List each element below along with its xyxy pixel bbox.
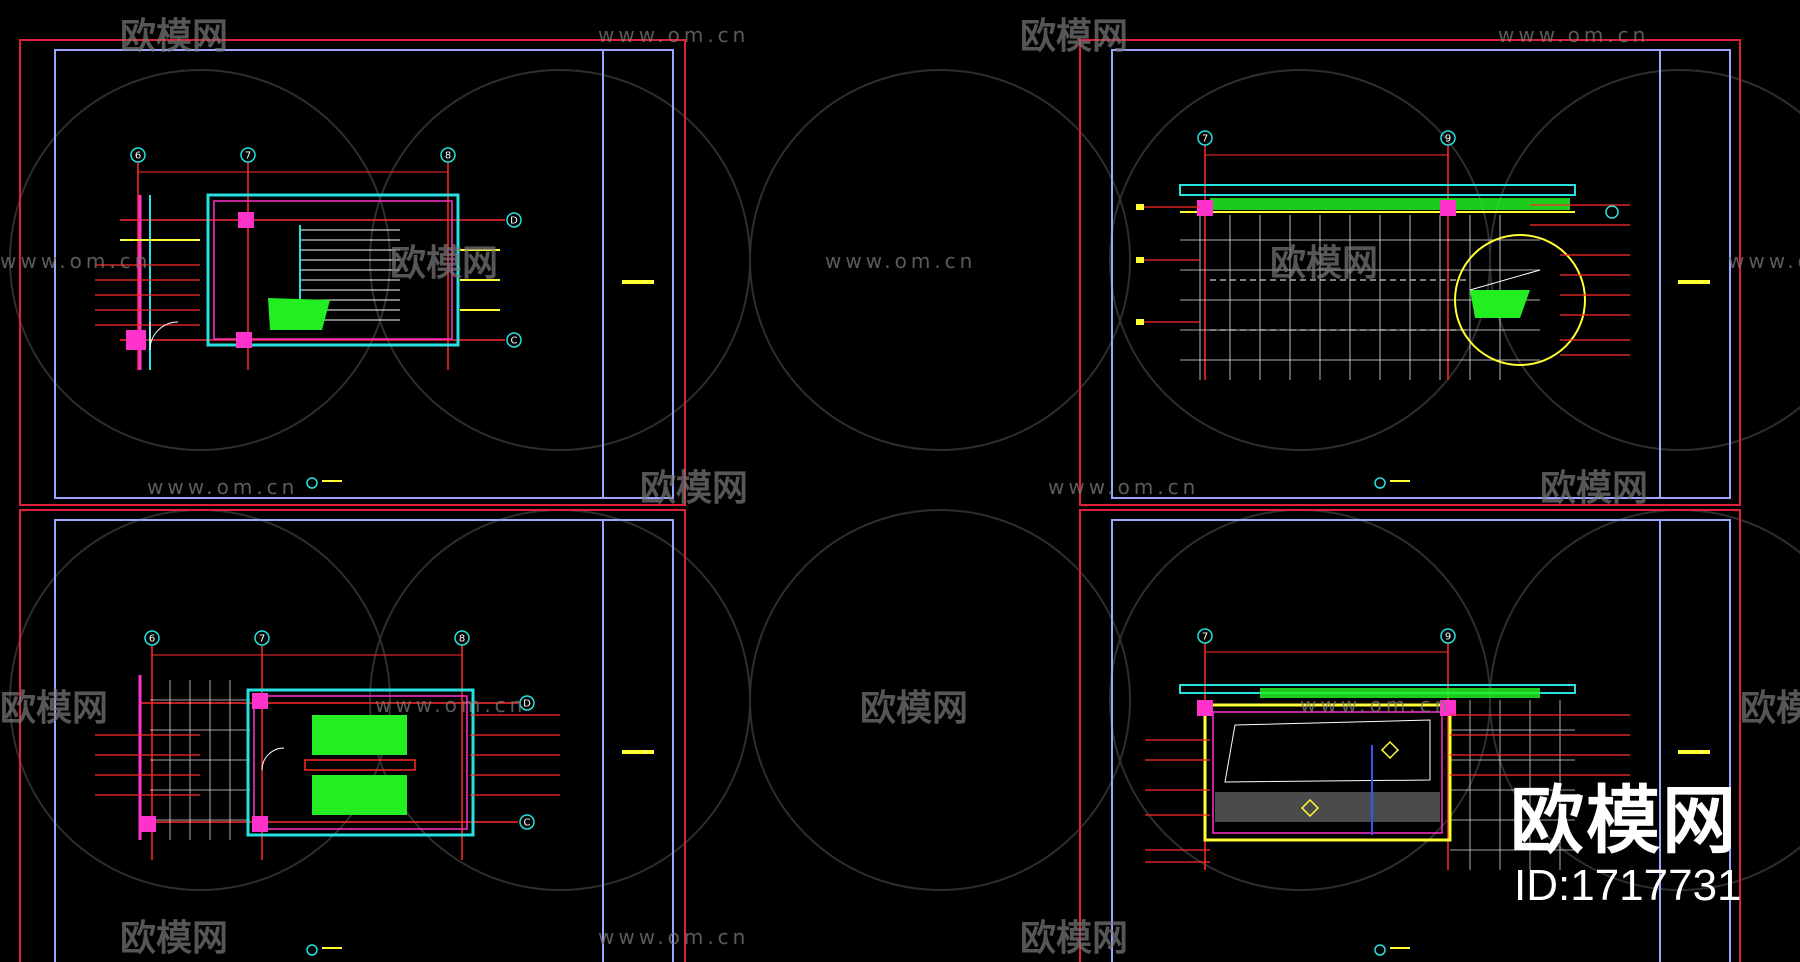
watermark-logo-text: 欧模网 [1020, 918, 1128, 959]
svg-text:7: 7 [259, 634, 265, 645]
watermark-url-text: www.om.cn [1048, 475, 1199, 499]
grid-axis-C: C [120, 332, 522, 348]
svg-text:7: 7 [1202, 632, 1208, 643]
watermark-url-text: www.om.cn [1300, 693, 1451, 717]
svg-text:6: 6 [149, 634, 155, 645]
svg-text:7: 7 [245, 151, 251, 162]
grid-axis-D: D [140, 695, 535, 711]
ceiling-plan-bottom-right: 7 9 [1145, 628, 1630, 870]
svg-text:D: D [523, 699, 531, 710]
landscape-hatch [312, 775, 407, 815]
svg-text:7: 7 [1202, 134, 1208, 145]
watermark-logo-text: 欧模网 [1740, 688, 1800, 729]
svg-text:9: 9 [1445, 632, 1451, 643]
svg-text:8: 8 [445, 151, 451, 162]
watermark-url-text: www.om.cn [1498, 23, 1649, 47]
watermark-logo-text: 欧模网 [640, 468, 748, 509]
watermark-logo-text: 欧模网 [860, 688, 968, 729]
svg-text:6: 6 [135, 151, 141, 162]
sheet-title-markers [306, 477, 1410, 956]
watermark-url-text: www.om.cn [598, 925, 749, 949]
title-block-mark [622, 750, 654, 754]
svg-text:D: D [510, 216, 518, 227]
svg-text:9: 9 [1445, 134, 1451, 145]
grid-axis-9: 9 [1440, 628, 1456, 870]
watermark-url-text: www.om.cn [375, 693, 526, 717]
landscape-hatch [268, 298, 330, 330]
ceiling-plan-top-right: 7 9 [1136, 130, 1630, 380]
watermark-logo-text: 欧模网 [120, 918, 228, 959]
watermark-url-text: www.om.cn [0, 249, 151, 273]
watermark-logo-text: 欧模网 [0, 688, 108, 729]
watermark-url-text: www.om.cn [825, 249, 976, 273]
title-block-mark [1678, 280, 1710, 284]
grid-axis-D: D [120, 212, 522, 228]
grid-axis-C: C [140, 814, 535, 830]
svg-text:C: C [511, 336, 518, 347]
floor-plan-top-left: 6 7 8 D C [95, 147, 522, 370]
watermark-url-text: www.om.cn [1728, 249, 1800, 273]
watermark-logo-text: 欧模网 [1020, 16, 1128, 57]
grid-axis-8: 8 [454, 630, 470, 860]
svg-text:8: 8 [459, 634, 465, 645]
landscape-hatch [312, 715, 407, 755]
watermark-logo-text: 欧模网 [1540, 468, 1648, 509]
watermark-url-text: www.om.cn [598, 23, 749, 47]
circular-ceiling-feature [1454, 234, 1586, 366]
sheet-frame-top-right [1079, 39, 1741, 506]
ceiling-hatch [1215, 792, 1440, 822]
title-block-mark [622, 280, 654, 284]
watermark-logo-text: 欧模网 [1270, 243, 1378, 284]
svg-text:C: C [524, 818, 531, 829]
sheet-frame-top-left [19, 39, 686, 506]
watermark-url-text: www.om.cn [147, 475, 298, 499]
sheet-frame-bottom-left [19, 509, 686, 962]
grid-axis-8: 8 [440, 147, 456, 370]
sheet-frame-bottom-right [1079, 509, 1741, 962]
watermark-logo-text: 欧模网 [120, 16, 228, 57]
floor-plan-bottom-left: 6 7 8 D C [95, 630, 560, 860]
watermark-logo-text: 欧模网 [390, 243, 498, 284]
title-block-mark [1678, 750, 1710, 754]
watermark-layer: 欧模网 www.om.cn 欧模网 www.om.cn www.om.cn 欧模… [0, 16, 1800, 959]
